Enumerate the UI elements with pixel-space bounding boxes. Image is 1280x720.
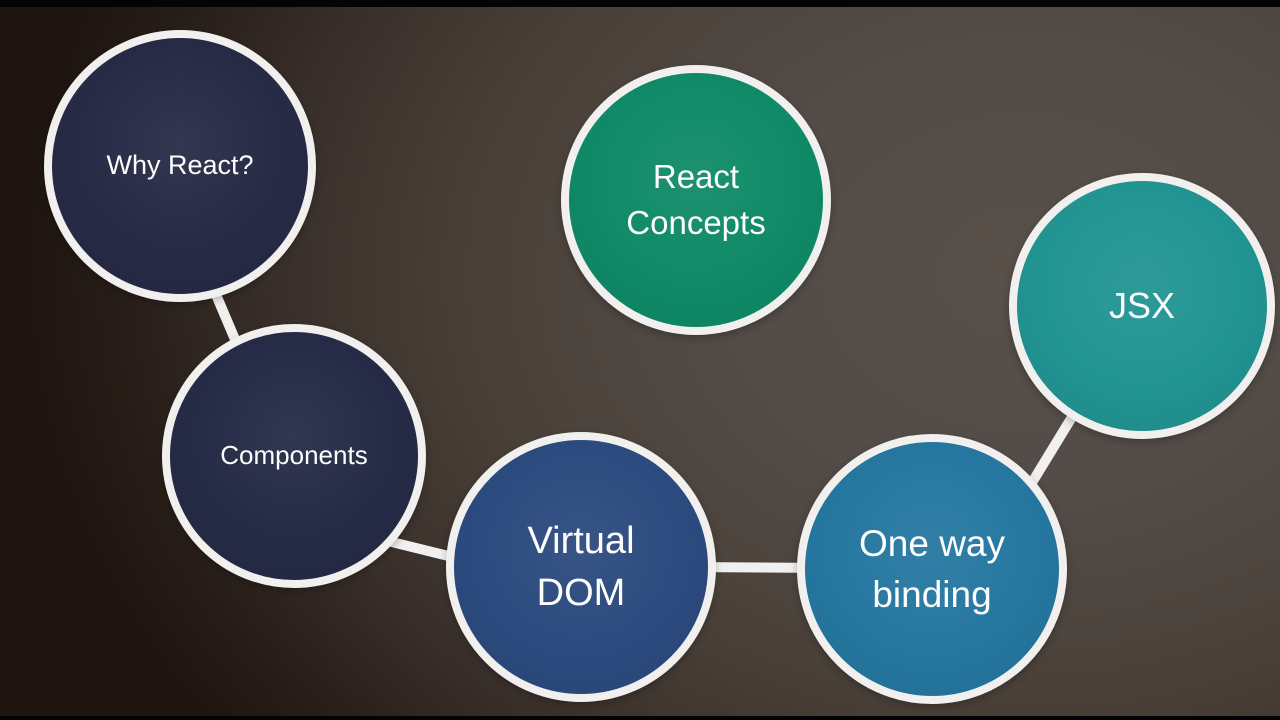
node-label-why-react: Why React?	[106, 147, 253, 184]
node-label-line: DOM	[536, 572, 626, 614]
node-label-line: React	[652, 158, 740, 196]
node-label-line: Concepts	[626, 204, 766, 241]
node-label-line: Why React?	[106, 150, 254, 181]
node-label-components: Components	[220, 438, 367, 474]
node-label-line: Virtual	[527, 519, 635, 562]
node-components: Components	[162, 324, 426, 588]
node-label-line: Components	[220, 440, 368, 471]
node-label-line: One way	[858, 522, 1005, 564]
node-label-jsx: JSX	[1109, 281, 1175, 331]
node-label-one-way-binding: One way binding	[859, 518, 1005, 620]
node-label-line: binding	[872, 574, 992, 615]
node-why-react: Why React?	[44, 30, 316, 302]
node-jsx: JSX	[1009, 173, 1275, 439]
node-label-line: JSX	[1108, 285, 1176, 327]
letterbox-bottom	[0, 716, 1280, 720]
letterbox-top	[0, 0, 1280, 7]
node-one-way-binding: One way binding	[797, 434, 1067, 704]
